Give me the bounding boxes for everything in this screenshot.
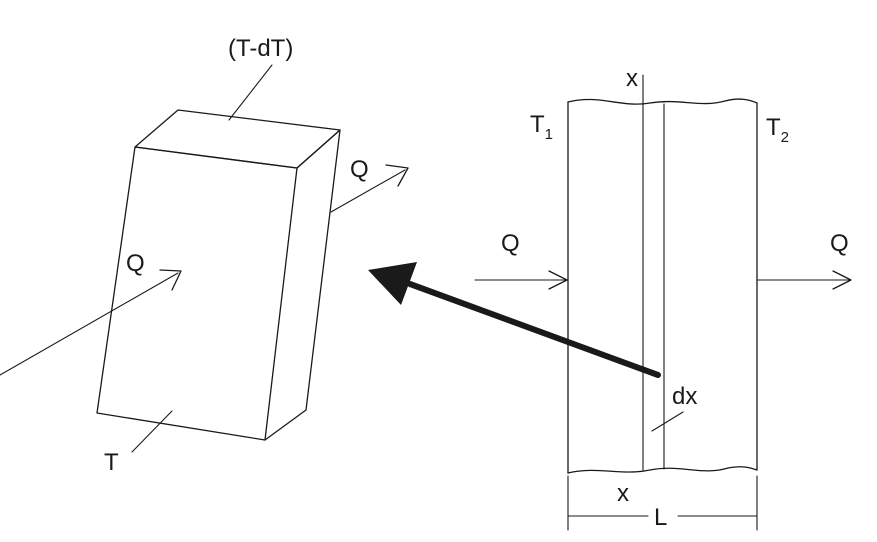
block-heat-in-arrow: [0, 269, 182, 376]
wall-left-temp-label: T1: [530, 111, 553, 143]
wall-heat-out-label: Q: [830, 230, 849, 257]
plane-wall: [567, 74, 758, 474]
slice-leader: [651, 411, 684, 432]
top-face-label: (T-dT): [228, 35, 293, 62]
wall-heat-in-label: Q: [501, 230, 520, 257]
position-bottom-label: x: [617, 480, 629, 507]
block-top-face: [134, 109, 341, 169]
block-heat-out-label: Q: [350, 156, 369, 183]
thickness-label: L: [654, 504, 667, 531]
thickness-dimension: [567, 475, 758, 531]
wall-heat-in-arrow: [474, 270, 568, 290]
top-face-leader: [228, 64, 273, 121]
element-block: [96, 109, 341, 441]
block-front-face: [96, 146, 298, 441]
front-face-leader: [131, 410, 173, 453]
wall-top-edge: [567, 98, 758, 105]
wall-right-temp-label: T2: [766, 114, 789, 146]
wall-heat-out-arrow: [757, 270, 852, 290]
wall-bottom-edge: [567, 466, 758, 474]
block-side-face: [264, 129, 341, 441]
block-heat-out-arrow: [330, 164, 409, 213]
zoom-arrow: [368, 262, 661, 378]
block-heat-in-label: Q: [126, 250, 145, 277]
position-top-label: x: [626, 65, 638, 92]
slice-label: dx: [672, 383, 697, 410]
front-face-label: T: [104, 449, 119, 476]
